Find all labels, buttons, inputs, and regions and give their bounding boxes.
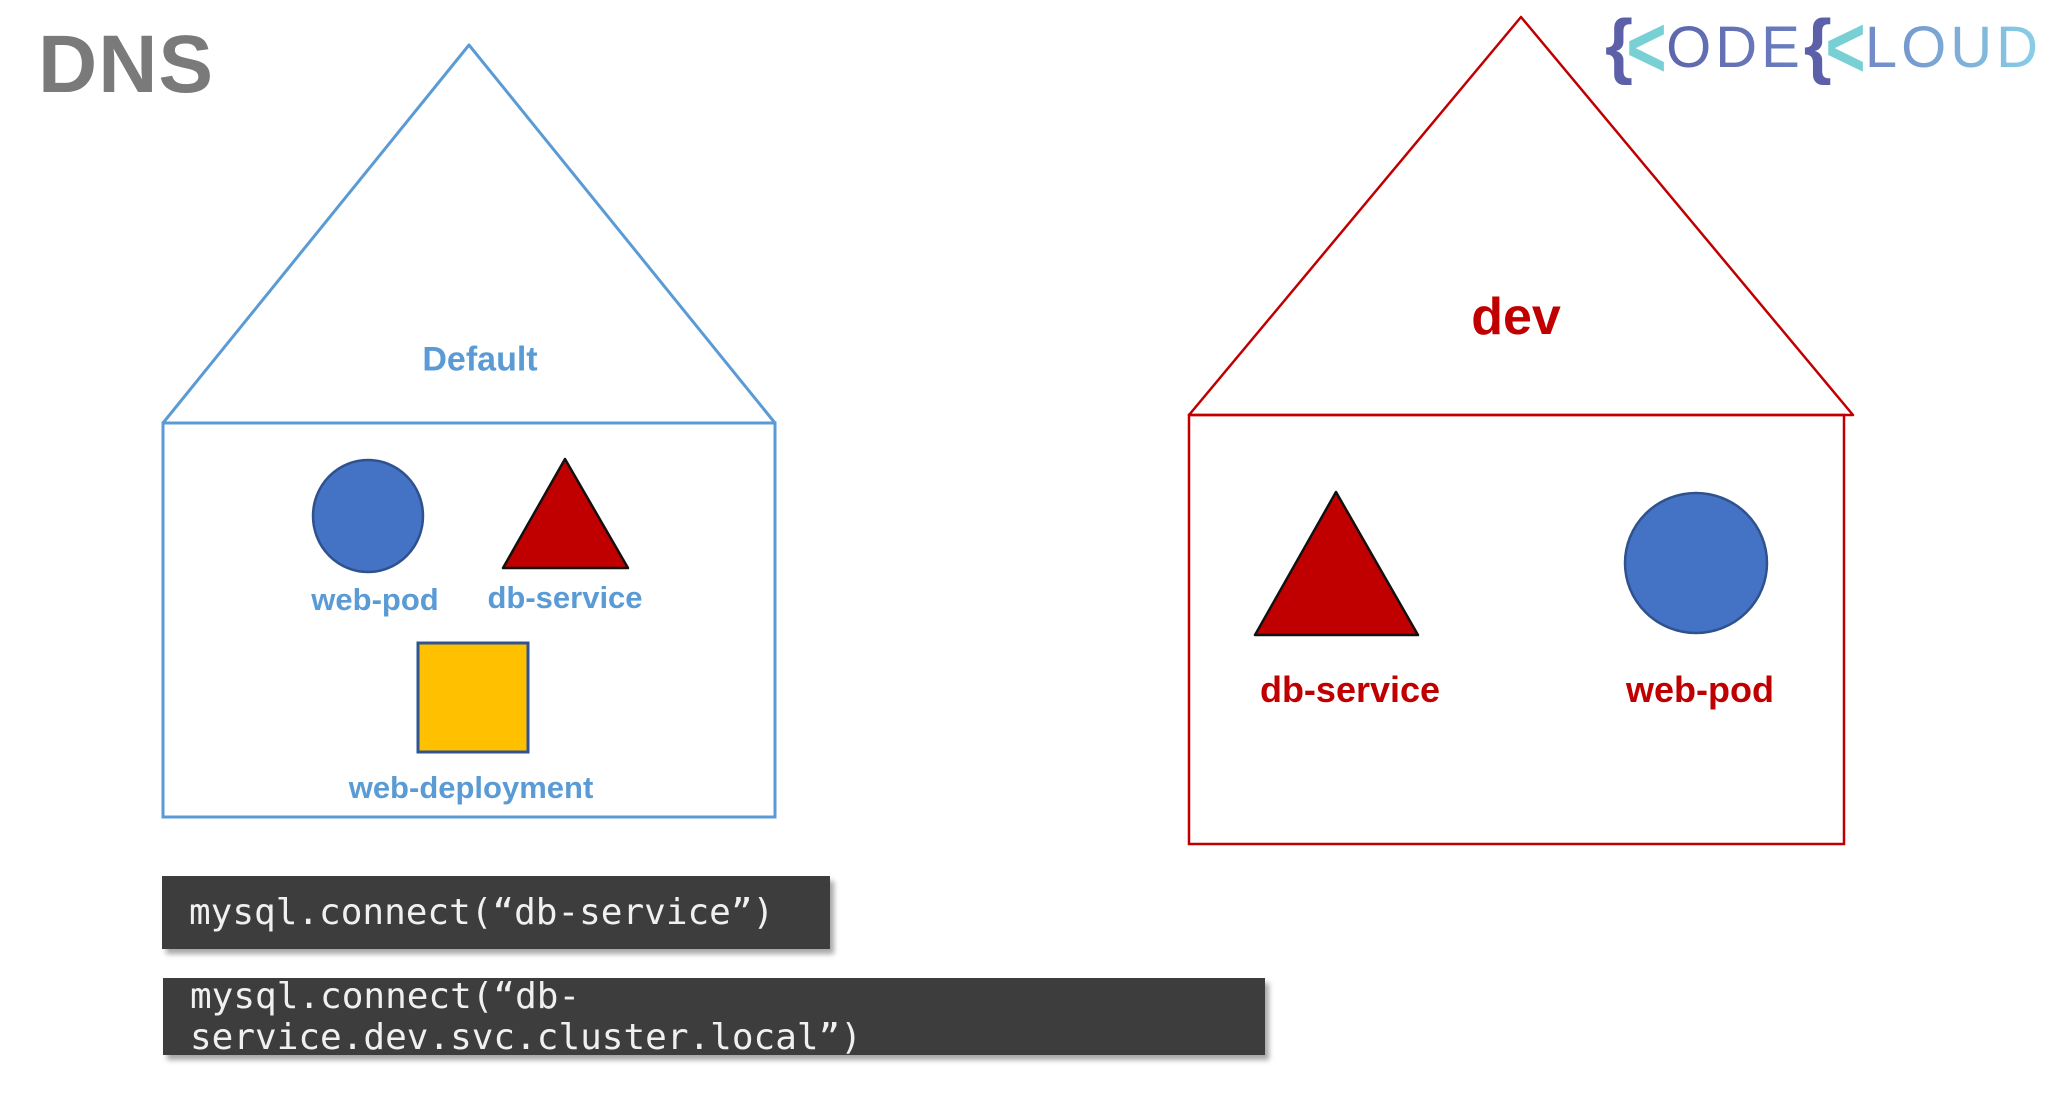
page-title: DNS <box>38 19 215 110</box>
dev-db-service-triangle <box>1253 490 1420 637</box>
code-snippet-db-service-fqdn: mysql.connect(“db-service.dev.svc.cluste… <box>163 975 1265 1058</box>
default-db-service-label: db-service <box>487 580 643 615</box>
default-web-pod-circle <box>311 458 425 574</box>
default-namespace-label: Default <box>422 340 538 379</box>
code-snippet-text: mysql.connect(“db-service.dev.svc.cluste… <box>190 975 862 1058</box>
dev-namespace-label: dev <box>1471 288 1561 346</box>
default-web-deployment-label: web-deployment <box>348 770 594 805</box>
default-namespace-body <box>161 421 777 819</box>
dev-web-pod-label: web-pod <box>1626 669 1774 710</box>
default-web-pod-label: web-pod <box>311 582 439 617</box>
dev-namespace-body <box>1187 413 1846 846</box>
kodekloud-logo: {<ODE{<LOUD <box>1605 4 2042 91</box>
logo-brace-icon: { <box>1803 6 1832 86</box>
dev-db-service-label: db-service <box>1259 669 1441 710</box>
logo-brace-icon: { <box>1605 6 1634 86</box>
logo-text-ode: ODE <box>1666 15 1804 80</box>
logo-text-loud: LOUD <box>1864 15 2042 80</box>
default-db-service-triangle <box>501 457 630 570</box>
code-snippet-db-service: mysql.connect(“db-service”) <box>162 876 830 949</box>
default-web-deployment-square <box>416 641 530 754</box>
dev-namespace-roof <box>1187 15 1855 417</box>
logo-chevron-icon: < <box>1825 0 1866 96</box>
dev-web-pod-circle <box>1623 491 1769 635</box>
code-snippet-text: mysql.connect(“db-service”) <box>189 892 775 933</box>
logo-chevron-icon: < <box>1626 0 1667 96</box>
